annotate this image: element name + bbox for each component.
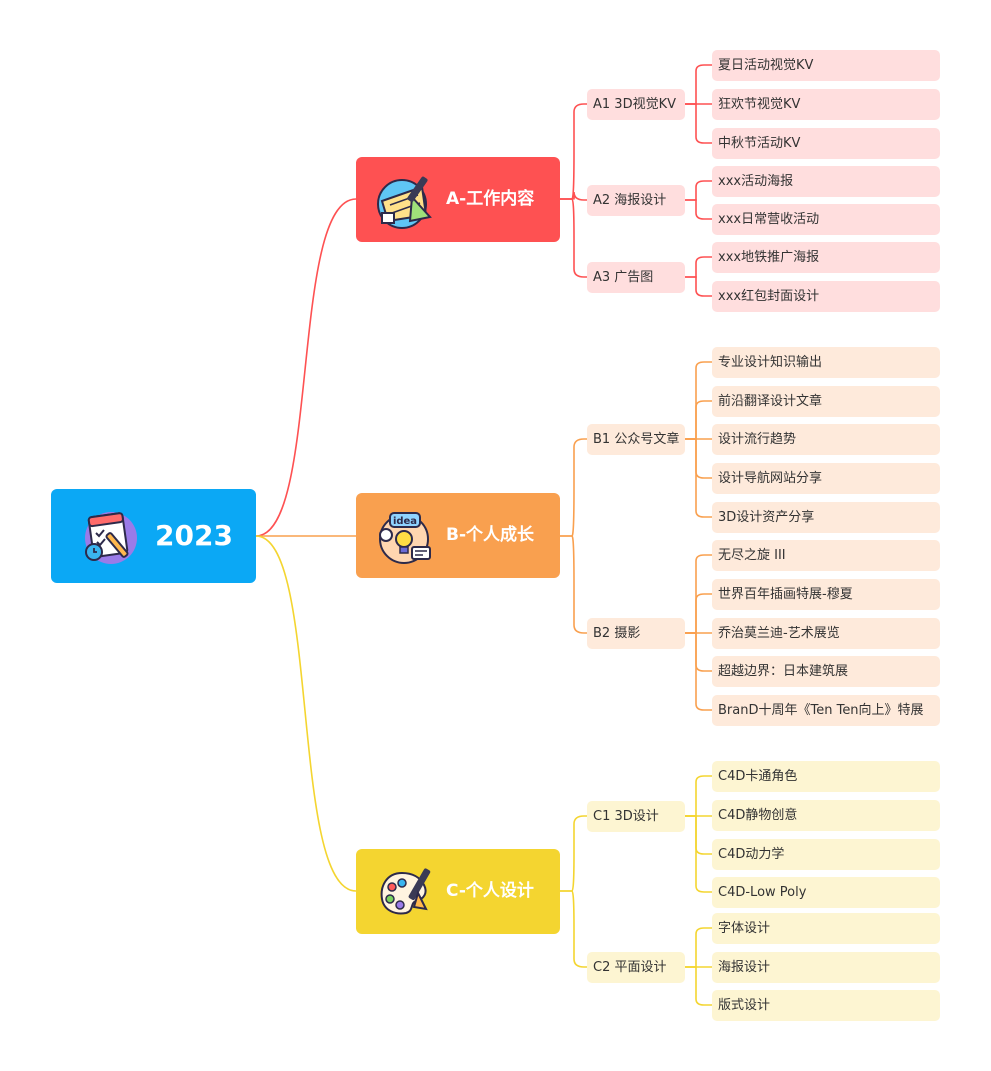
sub-topic-c2[interactable]: C2 平面设计: [587, 952, 685, 983]
branch-sub-link: [560, 438, 587, 537]
root-label: 2023: [155, 519, 233, 552]
sub-leaf-link: [685, 256, 712, 278]
branch-label: A-工作内容: [446, 189, 535, 209]
branch-sub-link: [560, 103, 587, 200]
sub-leaf-link: [685, 632, 712, 672]
leaf-item[interactable]: xxx活动海报: [712, 166, 940, 197]
leaf-item[interactable]: xxx地铁推广海报: [712, 242, 940, 273]
branch-work-content[interactable]: A-工作内容: [356, 157, 560, 242]
drawing-tools-icon: [377, 176, 432, 229]
sub-leaf-link: [685, 103, 712, 144]
leaf-item[interactable]: 字体设计: [712, 913, 940, 944]
leaf-item[interactable]: BranD十周年《Ten Ten向上》特展: [712, 695, 940, 726]
sub-leaf-link: [685, 199, 712, 220]
leaf-item[interactable]: 超越边界：日本建筑展: [712, 656, 940, 687]
sub-topic-a3[interactable]: A3 广告图: [587, 262, 685, 293]
root-node[interactable]: 2023: [51, 489, 256, 583]
branch-label: C-个人设计: [446, 881, 534, 901]
sub-leaf-link: [685, 554, 712, 634]
leaf-item[interactable]: 设计流行趋势: [712, 424, 940, 455]
leaf-item[interactable]: 狂欢节视觉KV: [712, 89, 940, 120]
sub-leaf-link: [685, 276, 712, 297]
leaf-item[interactable]: 无尽之旋 III: [712, 540, 940, 571]
leaf-item[interactable]: 3D设计资产分享: [712, 502, 940, 533]
sub-topic-b2[interactable]: B2 摄影: [587, 618, 685, 649]
sub-leaf-link: [685, 438, 712, 518]
leaf-item[interactable]: C4D卡通角色: [712, 761, 940, 792]
leaf-item[interactable]: 乔治莫兰迪-艺术展览: [712, 618, 940, 649]
sub-leaf-link: [685, 64, 712, 105]
sub-leaf-link: [685, 966, 712, 1006]
sub-leaf-link: [685, 593, 712, 634]
sub-leaf-link: [685, 927, 712, 968]
leaf-item[interactable]: 中秋节活动KV: [712, 128, 940, 159]
sub-topic-a2[interactable]: A2 海报设计: [587, 185, 685, 216]
sub-leaf-link: [685, 815, 712, 893]
sub-topic-c1[interactable]: C1 3D设计: [587, 801, 685, 832]
svg-text:idea: idea: [393, 516, 417, 527]
branch-label: B-个人成长: [446, 525, 535, 545]
leaf-item[interactable]: C4D-Low Poly: [712, 877, 940, 908]
branch-personal-growth[interactable]: idea B-个人成长: [356, 493, 560, 578]
leaf-item[interactable]: xxx红包封面设计: [712, 281, 940, 312]
branch-sub-link: [560, 191, 587, 201]
leaf-item[interactable]: 版式设计: [712, 990, 940, 1021]
branch-sub-link: [560, 535, 587, 634]
sub-topic-a1[interactable]: A1 3D视觉KV: [587, 89, 685, 120]
sub-leaf-link: [685, 815, 712, 855]
leaf-item[interactable]: 前沿翻译设计文章: [712, 386, 940, 417]
idea-lightbulb-icon: idea: [379, 512, 431, 564]
paint-palette-icon: [380, 868, 431, 915]
calendar-checklist-icon: [85, 512, 137, 564]
leaf-item[interactable]: 设计导航网站分享: [712, 463, 940, 494]
root-branch-link: [255, 535, 357, 892]
root-branch-link: [255, 198, 357, 537]
sub-leaf-link: [685, 632, 712, 711]
leaf-item[interactable]: 专业设计知识输出: [712, 347, 940, 378]
leaf-item[interactable]: 夏日活动视觉KV: [712, 50, 940, 81]
leaf-item[interactable]: C4D动力学: [712, 839, 940, 870]
branch-sub-link: [560, 815, 587, 892]
branch-personal-design[interactable]: C-个人设计: [356, 849, 560, 934]
sub-leaf-link: [685, 775, 712, 817]
branch-sub-link: [560, 890, 587, 968]
sub-leaf-link: [685, 361, 712, 440]
sub-leaf-link: [685, 438, 712, 479]
leaf-item[interactable]: C4D静物创意: [712, 800, 940, 831]
leaf-item[interactable]: 海报设计: [712, 952, 940, 983]
sub-leaf-link: [685, 180, 712, 201]
leaf-item[interactable]: 世界百年插画特展-穆夏: [712, 579, 940, 610]
branch-sub-link: [560, 198, 587, 278]
sub-leaf-link: [685, 400, 712, 440]
leaf-item[interactable]: xxx日常营收活动: [712, 204, 940, 235]
sub-topic-b1[interactable]: B1 公众号文章: [587, 424, 685, 455]
